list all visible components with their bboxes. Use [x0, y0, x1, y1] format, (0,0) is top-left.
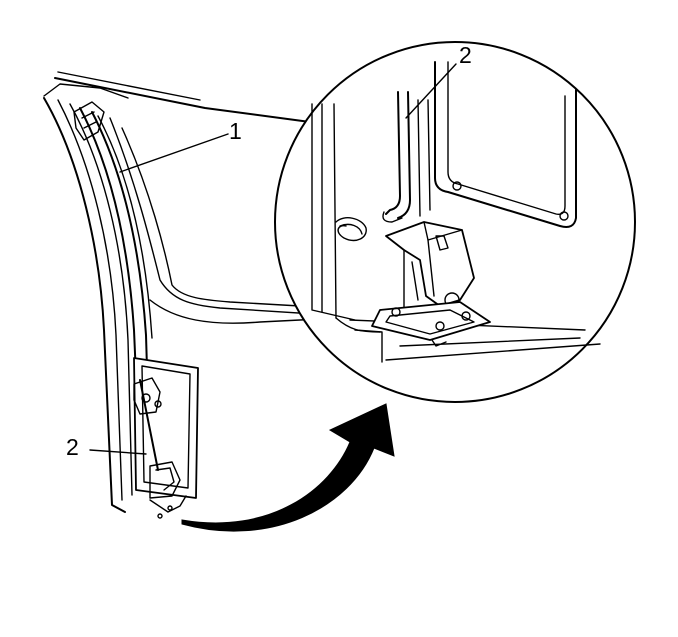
detail-view — [274, 41, 636, 403]
curved-arrow — [181, 403, 395, 532]
callout-label-2-main: 2 — [66, 434, 79, 460]
detail-circle — [274, 41, 636, 403]
leader-line-1 — [119, 133, 229, 173]
door-frame-main-view — [43, 71, 341, 519]
callout-label-2-detail: 2 — [459, 42, 472, 68]
leader-line-2-detail — [405, 63, 457, 119]
leader-line-2-main — [89, 449, 147, 455]
callout-label-1: 1 — [229, 118, 242, 144]
